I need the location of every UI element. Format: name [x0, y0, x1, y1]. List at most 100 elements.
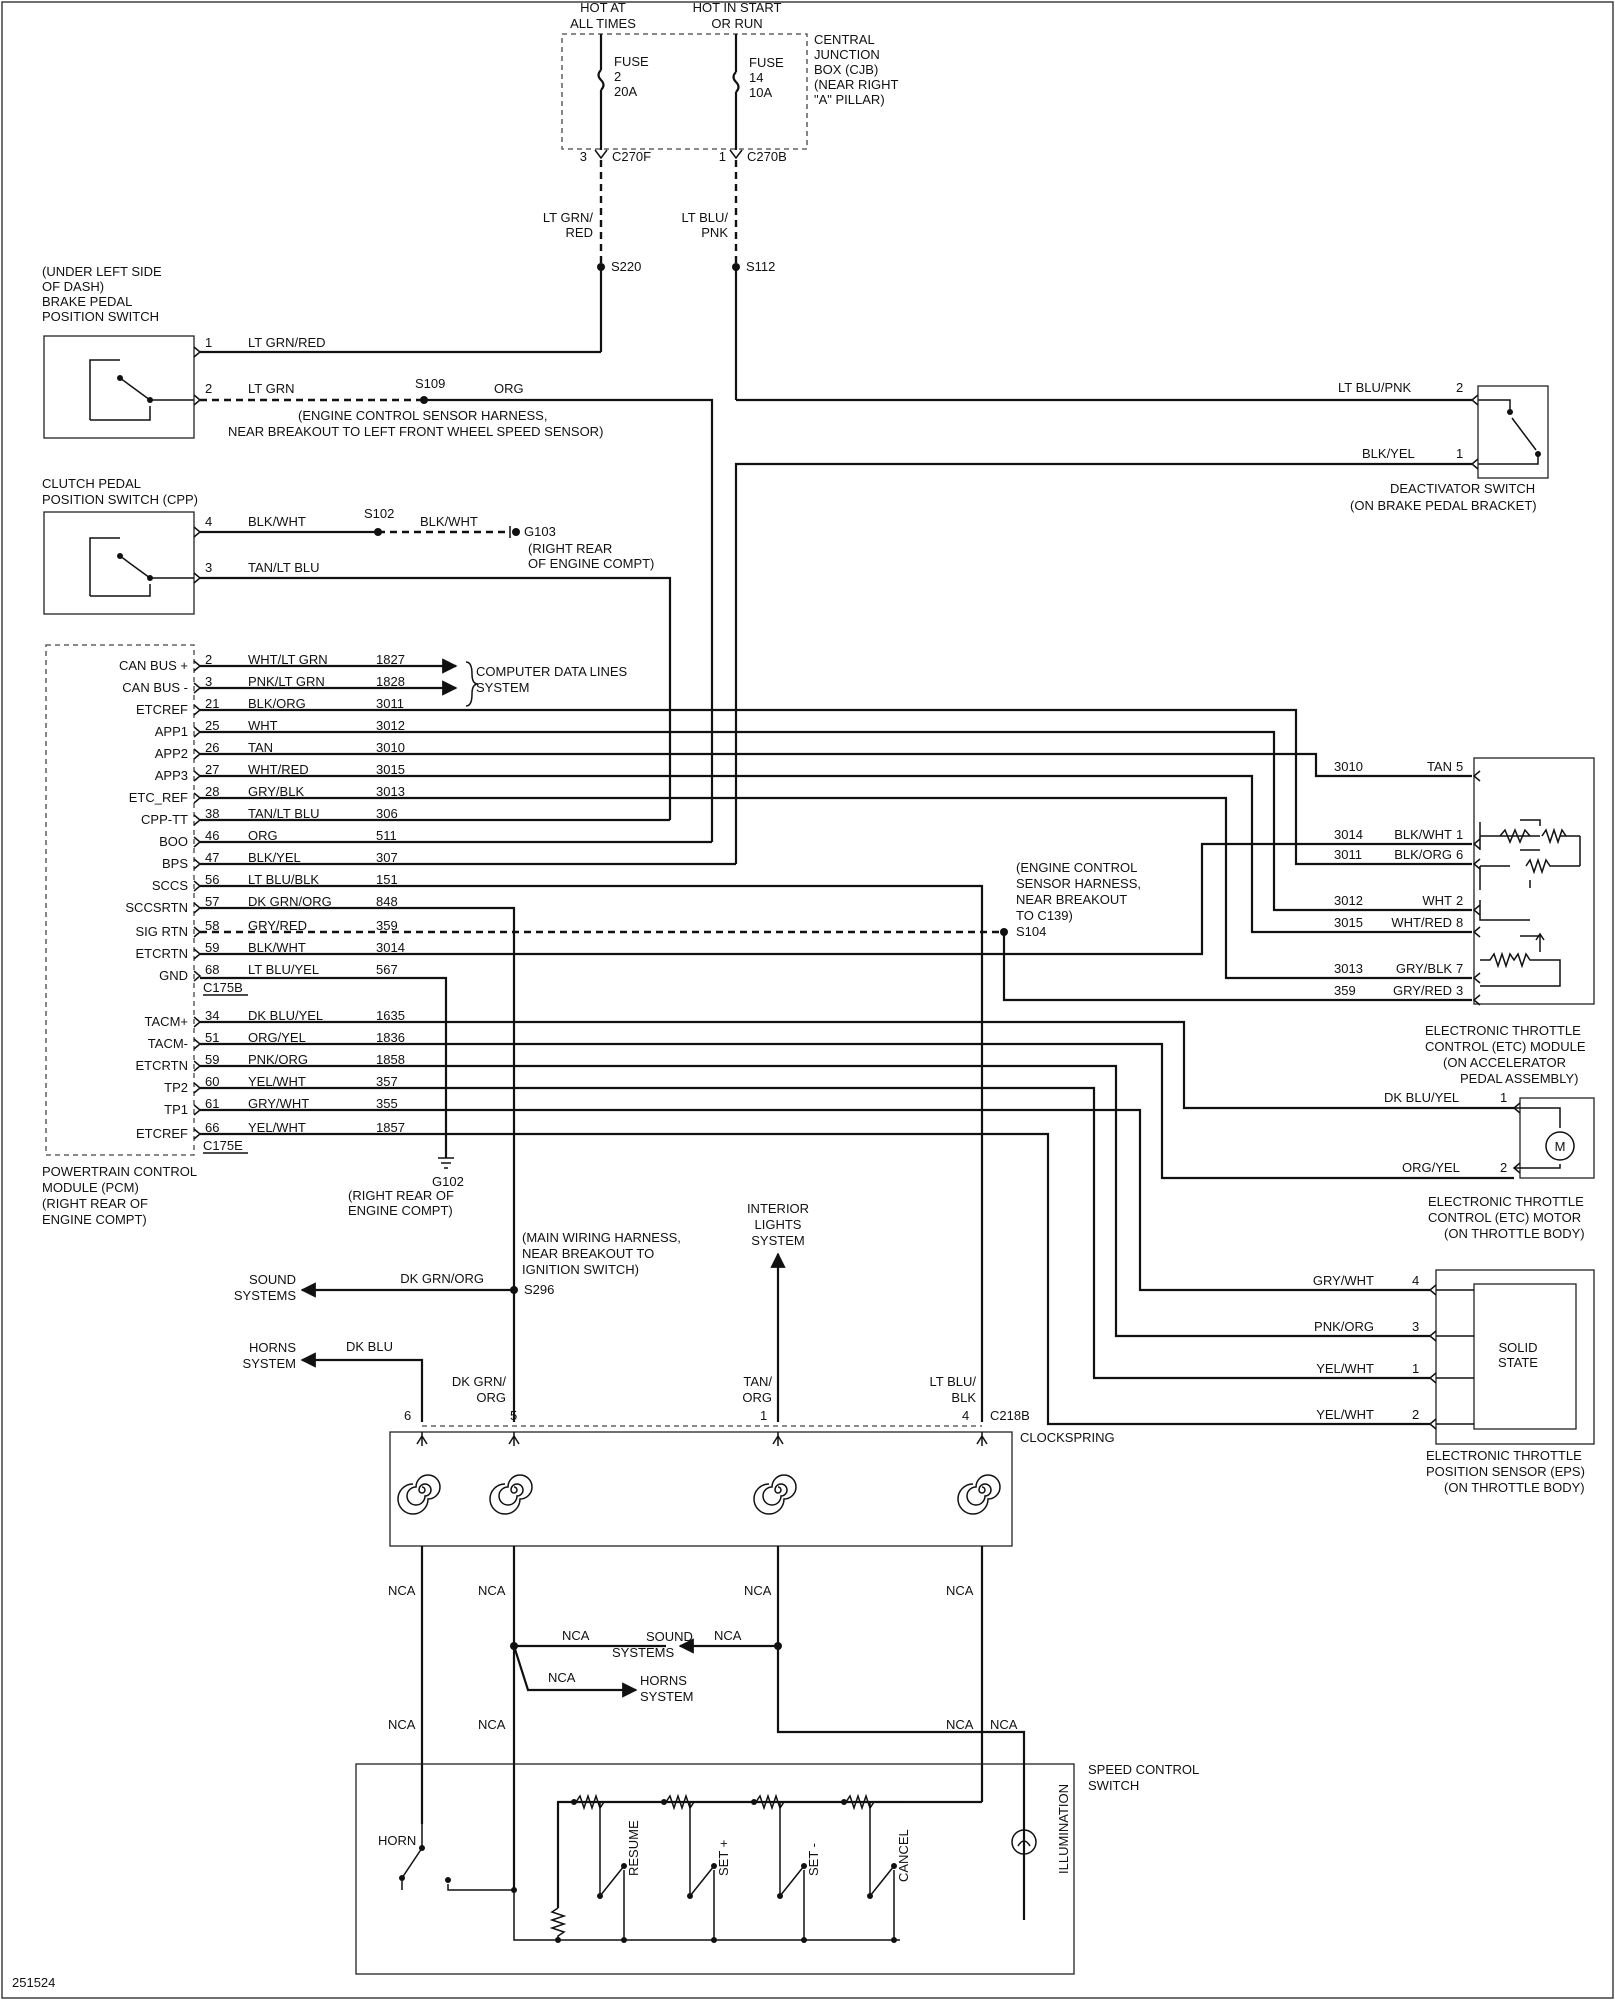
pcm-pin-name: TP2 [164, 1080, 188, 1095]
horns-system-2-label-2: SYSTEM [640, 1689, 693, 1704]
pcm-pin-number: 59 [205, 940, 219, 955]
cjb-title-5: "A" PILLAR) [814, 92, 885, 107]
eps-solid-state-box [1473, 1283, 1577, 1430]
clockspring-wire-4-label-1: LT BLU/ [930, 1374, 977, 1389]
bpp-wire-1-label: LT GRN/RED [248, 335, 326, 350]
pcm-pin-number: 38 [205, 806, 219, 821]
speed-control-title-2: SWITCH [1088, 1778, 1139, 1793]
switch-resume: RESUME [597, 1802, 641, 1943]
cpp-pin-4: 4 [205, 514, 212, 529]
pcm-pin-name: SCCS [152, 878, 188, 893]
pcm-circuit-number: 1827 [376, 652, 405, 667]
pcm-pin-name: ETCRTN [136, 1058, 188, 1073]
pcm-circuit-number: 355 [376, 1096, 398, 1111]
etc-wire-color: WHT/RED [1391, 915, 1452, 930]
pcm-pin-number: 28 [205, 784, 219, 799]
ground-g103 [512, 528, 520, 536]
nca-label-2: NCA [478, 1583, 506, 1598]
pcm-pin-number: 34 [205, 1008, 219, 1023]
clutch-pedal-position-switch: CLUTCH PEDAL POSITION SWITCH (CPP) 4 BLK… [42, 476, 672, 820]
pcm-circuit-number: 1858 [376, 1052, 405, 1067]
etc-circuit-number: 3011 [1334, 847, 1362, 862]
pcm-box [45, 644, 195, 1156]
eps-pin-number: 3 [1412, 1319, 1419, 1334]
horn-switch-symbol [401, 1824, 514, 1891]
pcm-pin-name: GND [159, 968, 188, 983]
pcm-pin-number: 59 [205, 1052, 219, 1067]
cjb-title-4: (NEAR RIGHT [814, 77, 899, 92]
s296-note-2: NEAR BREAKOUT TO [522, 1246, 654, 1261]
pcm-wire-color: BLK/ORG [248, 696, 306, 711]
cpp-switch-symbol [89, 537, 194, 596]
etc-wire-color: GRY/BLK [1396, 961, 1452, 976]
deactivator-switch: LT BLU/PNK 2 BLK/YEL 1 DEACTIVATOR SWITC… [734, 380, 1549, 864]
pcm-pin-name: APP3 [155, 768, 188, 783]
pcm-pin-number: 47 [205, 850, 219, 865]
motor-label: M [1555, 1139, 1566, 1154]
cjb-title-3: BOX (CJB) [814, 62, 878, 77]
wire-ltblu-pnk-label-2: PNK [701, 225, 728, 240]
figure-id: 251524 [12, 1975, 56, 1990]
deactivator-switch-symbol [1478, 399, 1539, 465]
deactivator-pin-1: 1 [1456, 446, 1463, 461]
etc-pin-number: 5 [1456, 759, 1463, 774]
switch-set-plus: SET + [687, 1802, 731, 1943]
bpp-org-label: ORG [494, 381, 524, 396]
switch-set-minus: SET - [777, 1802, 821, 1943]
pcm-pin-number: 27 [205, 762, 219, 777]
bpp-harness-note-1: (ENGINE CONTROL SENSOR HARNESS, [298, 408, 547, 423]
clockspring-pin-1: 1 [760, 1408, 767, 1423]
pcm-pin-number: 58 [205, 918, 219, 933]
fuse-14-rating: 10A [749, 85, 772, 100]
pcm-pin-name: APP2 [155, 746, 188, 761]
hot-in-start-run-label-2: OR RUN [711, 16, 762, 31]
pcm-circuit-number: 306 [376, 806, 398, 821]
eps-title-2: POSITION SENSOR (EPS) [1426, 1464, 1585, 1479]
nca-label-7: NCA [946, 1717, 974, 1732]
pcm-pin-number: 57 [205, 894, 219, 909]
bpp-harness-note-2: NEAR BREAKOUT TO LEFT FRONT WHEEL SPEED … [228, 424, 603, 439]
s104-note-3: NEAR BREAKOUT [1016, 892, 1127, 907]
pcm-wire-color: TAN [248, 740, 273, 755]
pcm-circuit-number: 1828 [376, 674, 405, 689]
bpp-pin-2: 2 [205, 381, 212, 396]
clockspring-coils [397, 1432, 1001, 1515]
fuse-14-label: FUSE [749, 55, 784, 70]
pcm-pin-number: 56 [205, 872, 219, 887]
s104-label: S104 [1016, 924, 1046, 939]
nca-label-s1: NCA [562, 1628, 590, 1643]
wire-ltgrn-red-label-1: LT GRN/ [543, 210, 593, 225]
etc-module-title-3: (ON ACCELERATOR [1443, 1055, 1566, 1070]
cpp-pin-3: 3 [205, 560, 212, 575]
nca-label-8: NCA [990, 1717, 1018, 1732]
cpp-box [43, 511, 195, 615]
nca-label-5: NCA [388, 1717, 416, 1732]
clockspring-pin-4: 4 [962, 1408, 969, 1423]
c218b-label: C218B [990, 1408, 1030, 1423]
pcm-pin-name: BOO [159, 834, 188, 849]
etc-circuit-number: 3012 [1334, 893, 1363, 908]
pcm-pin-number: 60 [205, 1074, 219, 1089]
pcm-wire-color: YEL/WHT [248, 1074, 306, 1089]
bpp-box [43, 335, 195, 439]
pcm-pin-number: 61 [205, 1096, 219, 1111]
fuse-2-rating: 20A [614, 84, 637, 99]
pcm-wire-color: PNK/ORG [248, 1052, 308, 1067]
cpp-title-2: POSITION SWITCH (CPP) [42, 492, 198, 507]
solid-state-label-1: SOLID [1498, 1340, 1537, 1355]
g103-loc-1: (RIGHT REAR [528, 541, 612, 556]
pcm-wire-color: BLK/WHT [248, 940, 306, 955]
data-lines-label-1: COMPUTER DATA LINES [476, 664, 628, 679]
etc-wire-color: WHT [1422, 893, 1452, 908]
pcm-pin-number: 3 [205, 674, 212, 689]
clockspring-wire-1-label-1: TAN/ [743, 1374, 772, 1389]
eps-title-3: (ON THROTTLE BODY) [1444, 1480, 1585, 1495]
etc-module-title-2: CONTROL (ETC) MODULE [1425, 1039, 1586, 1054]
pcm-wire-color: ORG/YEL [248, 1030, 306, 1045]
s109-label: S109 [415, 376, 445, 391]
c270f-label: C270F [612, 149, 651, 164]
